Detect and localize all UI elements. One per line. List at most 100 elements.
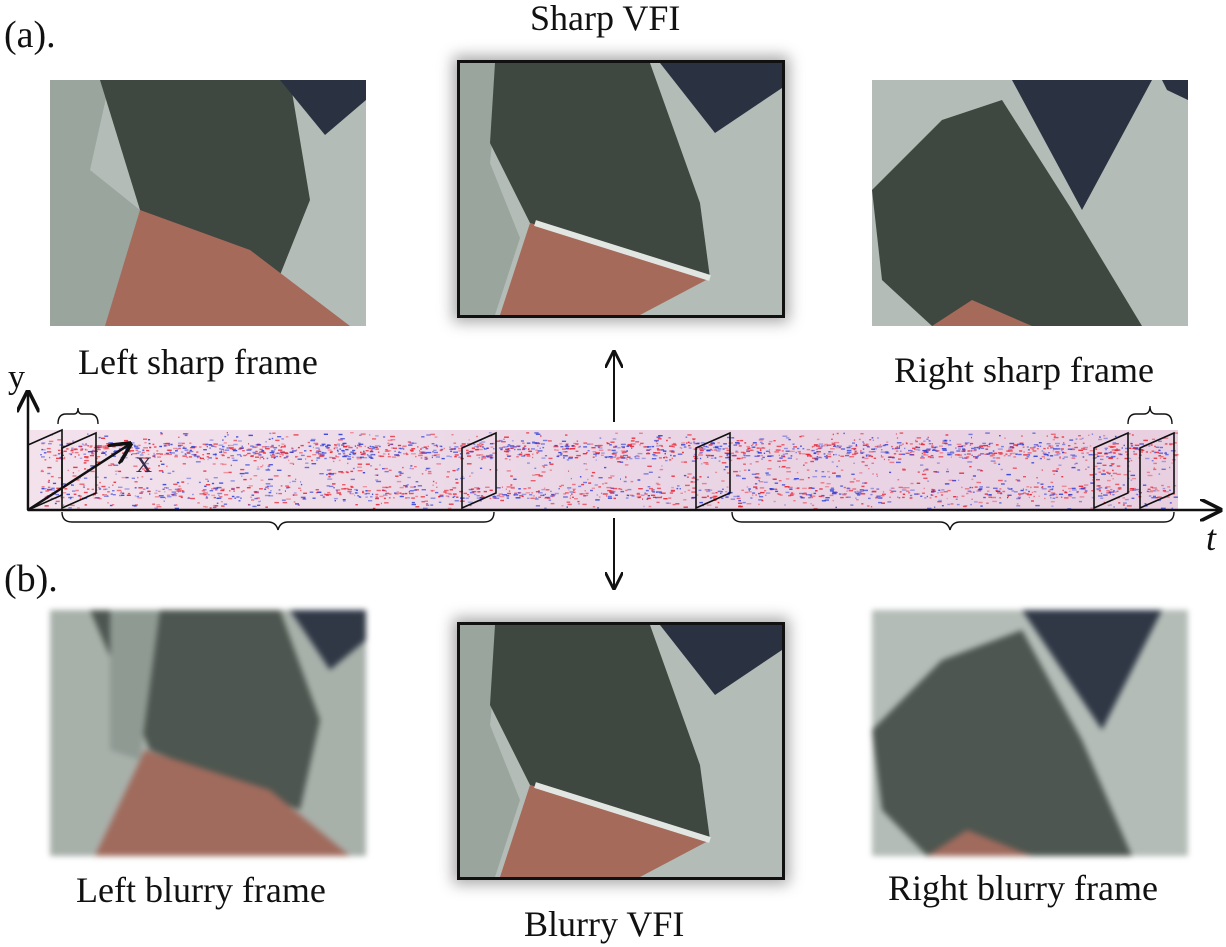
event-point — [730, 498, 736, 500]
event-point — [902, 493, 906, 495]
event-point — [898, 486, 903, 489]
event-point — [705, 445, 708, 448]
event-point — [256, 468, 260, 470]
event-point — [826, 445, 828, 447]
event-point — [342, 484, 346, 486]
event-point — [295, 449, 298, 451]
event-point — [573, 442, 576, 445]
event-point — [141, 451, 145, 454]
event-point — [799, 495, 802, 498]
event-point — [511, 486, 515, 489]
event-point — [793, 446, 797, 448]
event-point — [421, 501, 425, 503]
event-point — [1144, 503, 1147, 505]
event-point — [152, 443, 155, 446]
event-point — [1047, 486, 1052, 488]
event-point — [144, 462, 149, 465]
event-point — [313, 442, 318, 445]
event-point — [259, 456, 263, 458]
event-point — [579, 493, 583, 495]
event-point — [109, 504, 113, 507]
event-point — [1103, 501, 1106, 504]
event-point — [683, 506, 688, 508]
event-point — [431, 443, 434, 445]
event-point — [156, 506, 162, 508]
event-point — [768, 440, 773, 443]
event-point — [1095, 448, 1098, 450]
event-point — [500, 448, 503, 451]
event-point — [606, 495, 608, 497]
event-point — [407, 441, 411, 443]
event-point — [791, 492, 794, 494]
event-point — [1147, 474, 1153, 477]
event-point — [55, 500, 60, 503]
event-point — [862, 482, 866, 484]
event-point — [1174, 442, 1177, 444]
event-point — [550, 495, 555, 497]
event-point — [1027, 454, 1031, 456]
event-point — [878, 497, 883, 499]
event-point — [425, 469, 427, 471]
event-point — [561, 440, 567, 442]
event-point — [831, 461, 834, 463]
event-point — [820, 482, 825, 484]
event-point — [359, 434, 362, 436]
event-point — [935, 450, 939, 452]
event-point — [1148, 495, 1152, 497]
event-point — [289, 462, 294, 465]
event-point — [1164, 452, 1167, 454]
event-point — [741, 489, 744, 491]
event-point — [112, 484, 114, 486]
event-point — [921, 455, 924, 457]
event-point — [357, 466, 362, 468]
event-point — [271, 444, 274, 447]
event-point — [329, 485, 334, 488]
event-point — [478, 457, 481, 459]
event-point — [797, 487, 800, 489]
event-point — [1017, 443, 1022, 445]
event-point — [223, 442, 227, 444]
event-point — [565, 444, 569, 446]
event-point — [681, 461, 684, 463]
event-point — [176, 448, 179, 450]
event-point — [889, 461, 895, 464]
event-point — [134, 487, 137, 489]
event-point — [1126, 505, 1132, 507]
event-point — [94, 445, 100, 447]
event-point — [452, 493, 457, 495]
event-point — [466, 452, 470, 455]
event-point — [708, 489, 710, 491]
event-point — [819, 456, 821, 458]
event-point — [365, 450, 369, 452]
event-point — [175, 504, 178, 506]
event-point — [707, 446, 709, 448]
event-point — [1055, 442, 1060, 445]
event-point — [268, 495, 274, 497]
event-point — [1104, 447, 1108, 449]
event-point — [1056, 468, 1059, 470]
event-point — [368, 500, 373, 502]
event-point — [602, 493, 608, 495]
event-point — [371, 446, 374, 448]
event-point — [1078, 435, 1081, 437]
event-point — [352, 453, 356, 456]
event-point — [793, 478, 797, 481]
event-point — [658, 435, 663, 437]
event-point — [758, 492, 761, 495]
event-point — [432, 451, 434, 453]
event-point — [1050, 494, 1055, 496]
event-point — [1100, 458, 1104, 461]
event-point — [733, 495, 737, 498]
event-point — [590, 443, 594, 445]
event-point — [122, 492, 125, 494]
event-point — [182, 442, 185, 445]
event-point — [1106, 492, 1111, 494]
event-point — [399, 474, 402, 476]
event-point — [486, 456, 492, 458]
event-point — [85, 443, 87, 445]
event-point — [447, 496, 450, 498]
event-point — [920, 464, 924, 466]
event-point — [758, 439, 764, 441]
event-point — [974, 446, 978, 449]
event-point — [846, 487, 851, 490]
